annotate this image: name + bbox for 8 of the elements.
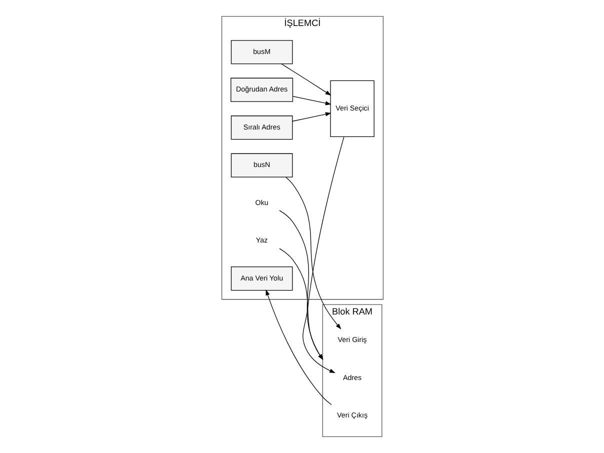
arrow [278,248,323,360]
arrow [292,96,331,106]
arrow [302,136,344,374]
arrow [265,289,332,406]
arrow [278,210,323,360]
arrow [285,176,341,330]
arrow [280,64,331,96]
arrow [292,112,331,122]
